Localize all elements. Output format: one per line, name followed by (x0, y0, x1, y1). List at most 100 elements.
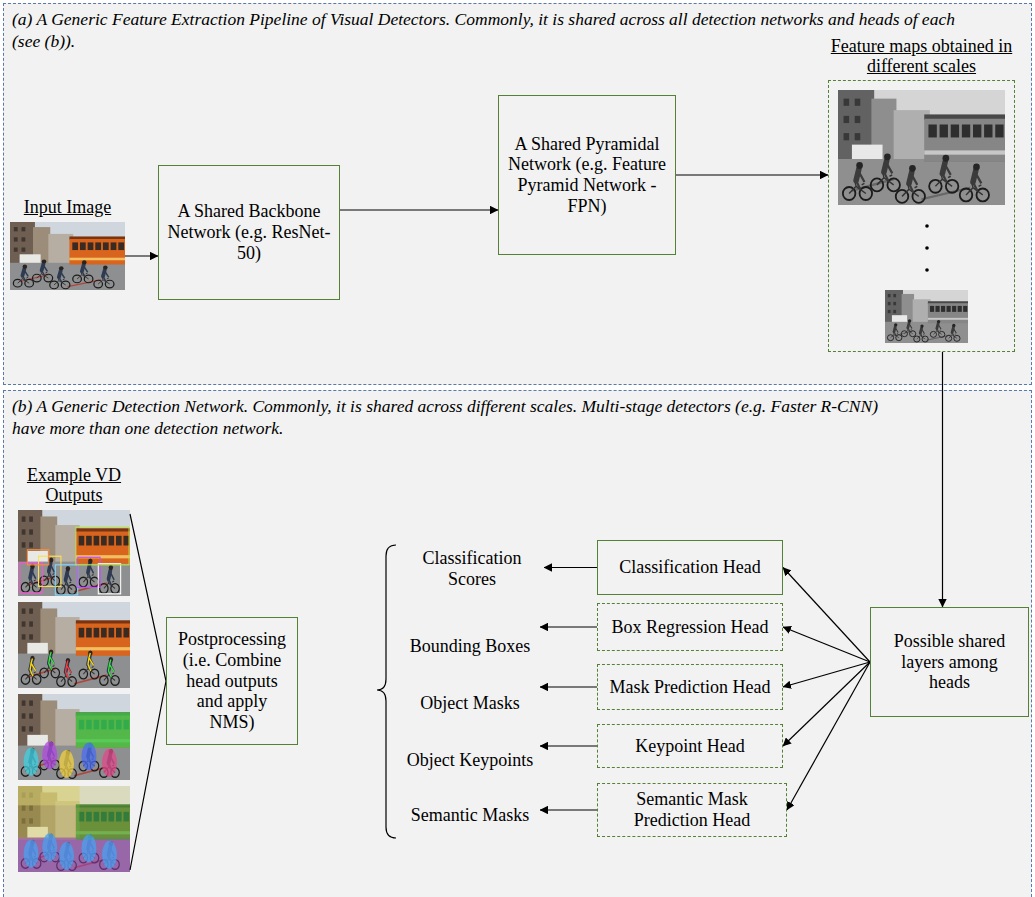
ellipsis-dot (925, 246, 929, 250)
illustration-part (20, 527, 129, 595)
illustration-part (838, 90, 1005, 205)
illustration-part (49, 652, 55, 670)
box-output-photo (18, 510, 130, 596)
arrow-connector (676, 174, 828, 175)
arrow-connector (783, 627, 870, 662)
arrow-connector (540, 745, 597, 746)
connector-line (130, 514, 166, 870)
illustration-part (76, 527, 129, 565)
illustration-part (18, 786, 130, 872)
illustration-part (30, 652, 114, 678)
illustration-part (27, 550, 48, 565)
image-heading: Example VD Outputs (8, 465, 140, 506)
panel-ground (3, 3, 1032, 385)
semantic-output-photo (18, 786, 130, 872)
illustration-part (66, 661, 72, 679)
illustration-part (18, 510, 130, 596)
output-examples: Example VD Outputs (18, 510, 130, 874)
panel-caption: (a) A Generic Feature Extraction Pipelin… (12, 9, 972, 53)
output-label: Classification Scores (400, 548, 544, 589)
head-box: Classification Head (597, 540, 783, 595)
box-label: Classification Head (619, 557, 760, 578)
illustration-part (55, 565, 77, 595)
illustration-part (24, 748, 39, 776)
box-label: Keypoint Head (635, 736, 744, 757)
mask-output-photo (18, 694, 130, 780)
arrow-connector (540, 686, 597, 687)
arrow-connector (125, 255, 158, 256)
output-label: Object Masks (420, 693, 519, 714)
illustration-part (98, 564, 120, 594)
image-heading: Input Image (0, 197, 135, 218)
illustration-part (109, 660, 115, 678)
illustration-part (39, 556, 61, 586)
output-text: Classification Scores (400, 545, 544, 593)
process-box: A Shared Backbone Network (e.g. ResNet-5… (158, 165, 340, 300)
arrow-connector (783, 568, 870, 663)
input-photo (10, 222, 125, 290)
output-label: Object Keypoints (407, 750, 533, 771)
illustration-part (18, 694, 130, 780)
illustration-part (42, 833, 57, 861)
box-label: A Shared Backbone Network (e.g. ResNet-5… (167, 201, 331, 263)
illustration-part (102, 841, 117, 869)
illustration-part (76, 804, 130, 839)
feature-map (838, 90, 1005, 205)
box-label: A Shared Pyramidal Network (e.g. Feature… (507, 134, 667, 217)
arrow-connector (540, 809, 597, 810)
ellipsis-dot (925, 224, 929, 228)
output-text: Object Masks (400, 680, 540, 726)
keypoint-output-photo (18, 602, 130, 688)
output-text: Semantic Masks (400, 792, 540, 838)
ellipsis-dot (925, 268, 929, 272)
illustration-part (88, 653, 94, 671)
arrow-connector (787, 662, 870, 810)
image-heading: Feature maps obtained in different scale… (819, 36, 1024, 77)
box-label: Box Regression Head (612, 617, 769, 638)
illustration-part (102, 749, 117, 777)
head-box: Mask Prediction Head (597, 664, 783, 710)
illustration-part (24, 840, 39, 868)
illustration-part (42, 741, 57, 769)
illustration-part (18, 602, 130, 688)
section-panel: (a) A Generic Feature Extraction Pipelin… (3, 3, 1032, 385)
output-text: Bounding Boxes (400, 622, 540, 670)
input-image: Input Image (10, 222, 125, 290)
illustration-part (18, 786, 80, 840)
arrow-connector (783, 662, 870, 746)
process-box: Postprocessing (i.e. Combine head output… (166, 617, 298, 745)
arrow-connector (544, 567, 597, 568)
head-box: Semantic Mask Prediction Head (597, 783, 787, 837)
illustration-part (838, 90, 1005, 205)
shared-layers-box: Possible shared layers among heads (870, 607, 1029, 717)
illustration-part (30, 658, 36, 676)
section-panel: (b) A Generic Detection Network. Commonl… (3, 390, 1032, 897)
illustration-part (885, 290, 968, 343)
output-text: Object Keypoints (400, 737, 540, 783)
box-label: Mask Prediction Head (610, 677, 771, 698)
head-box: Box Regression Head (597, 603, 783, 651)
illustration-part (18, 838, 130, 872)
illustration-part (885, 290, 968, 343)
curly-brace (377, 545, 396, 838)
feature-map-group: Feature maps obtained in different scale… (828, 80, 1015, 352)
panel-ground (3, 390, 1032, 897)
illustration-part (81, 834, 96, 862)
illustration-part (59, 842, 74, 870)
arrow-connector (540, 626, 597, 627)
output-label: Semantic Masks (411, 805, 530, 826)
illustration-part (59, 750, 74, 778)
panel-caption: (b) A Generic Detection Network. Commonl… (12, 396, 912, 440)
process-box: A Shared Pyramidal Network (e.g. Feature… (498, 95, 676, 255)
feature-map (885, 290, 968, 343)
box-label: Possible shared layers among heads (879, 631, 1020, 693)
illustration-part (10, 222, 125, 290)
arrow-connector (340, 209, 498, 210)
head-box: Keypoint Head (597, 724, 783, 768)
illustration-part (76, 712, 130, 747)
illustration-part (78, 557, 100, 587)
illustration-part (81, 742, 96, 770)
output-label: Bounding Boxes (410, 636, 531, 657)
box-label: Semantic Mask Prediction Head (606, 789, 778, 830)
